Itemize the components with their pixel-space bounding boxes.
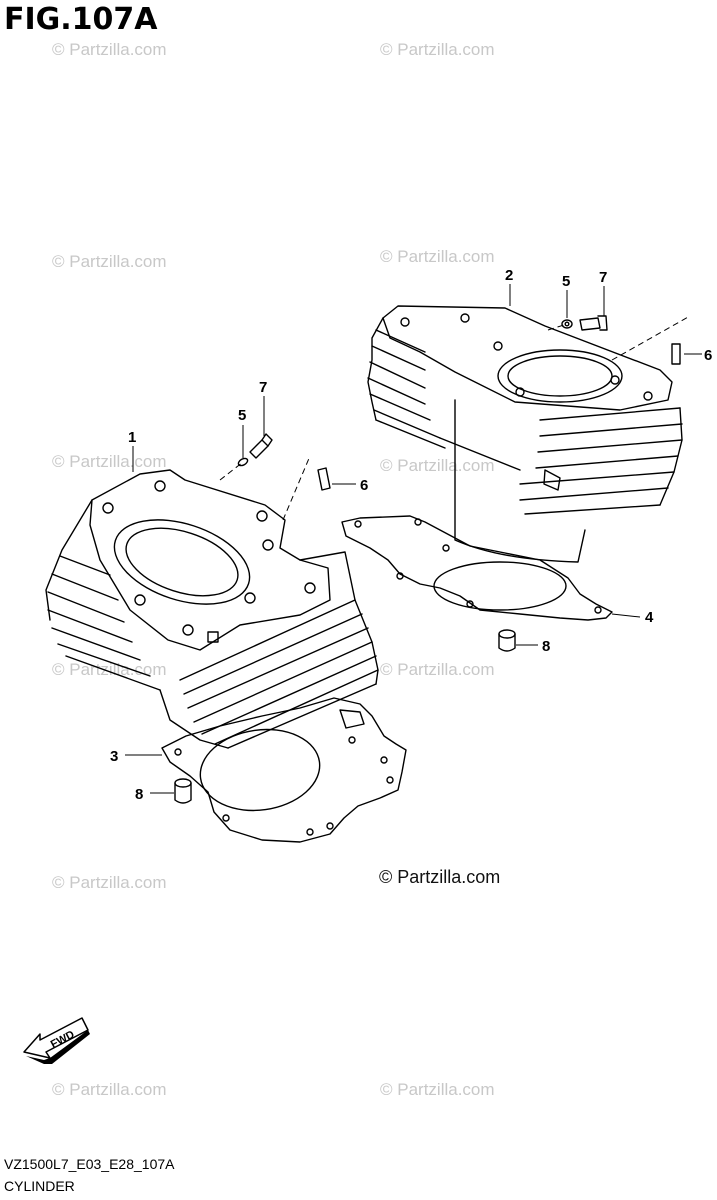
- front-screw: [249, 433, 273, 459]
- callout-8: 8: [542, 638, 550, 655]
- watermark: © Partzilla.com: [52, 873, 167, 892]
- rear-dowel: [498, 629, 516, 652]
- front-fitting: [317, 467, 331, 491]
- callout-7: 7: [259, 379, 267, 396]
- watermark: © Partzilla.com: [380, 660, 495, 679]
- diagram-caption: CYLINDER: [4, 1178, 75, 1194]
- watermark: © Partzilla.com: [52, 452, 167, 471]
- leader-line: [611, 613, 641, 618]
- watermark: © Partzilla.com: [380, 247, 495, 266]
- front-dowel: [174, 778, 192, 804]
- copyright-notice: © Partzilla.com: [379, 867, 501, 887]
- callout-5: 5: [238, 407, 246, 424]
- callout-7: 7: [599, 269, 607, 286]
- watermark: © Partzilla.com: [52, 40, 167, 59]
- watermark: © Partzilla.com: [52, 1080, 167, 1099]
- watermark: © Partzilla.com: [52, 660, 167, 679]
- front-cylinder: [45, 469, 379, 749]
- rear-gasket: [341, 515, 613, 621]
- watermark: © Partzilla.com: [380, 456, 495, 475]
- rear-washer: [561, 319, 573, 329]
- callout-5: 5: [562, 273, 570, 290]
- callout-6: 6: [360, 477, 368, 494]
- diagram-code: VZ1500L7_E03_E28_107A: [4, 1156, 175, 1172]
- watermark: © Partzilla.com: [380, 40, 495, 59]
- rear-screw: [579, 315, 608, 331]
- callout-8: 8: [135, 786, 143, 803]
- rear-cylinder: [367, 305, 683, 563]
- callout-6: 6: [704, 347, 712, 364]
- watermark: © Partzilla.com: [380, 1080, 495, 1099]
- callout-2: 2: [505, 267, 513, 284]
- callout-3: 3: [110, 748, 118, 765]
- watermark: © Partzilla.com: [52, 252, 167, 271]
- callout-1: 1: [128, 429, 136, 446]
- front-washer: [237, 457, 249, 467]
- front-gasket: [161, 697, 407, 843]
- figure-title: FIG.107A: [4, 2, 158, 37]
- callout-4: 4: [645, 609, 654, 626]
- fwd-arrow-icon: FWD: [23, 1017, 90, 1064]
- rear-fitting: [671, 343, 681, 365]
